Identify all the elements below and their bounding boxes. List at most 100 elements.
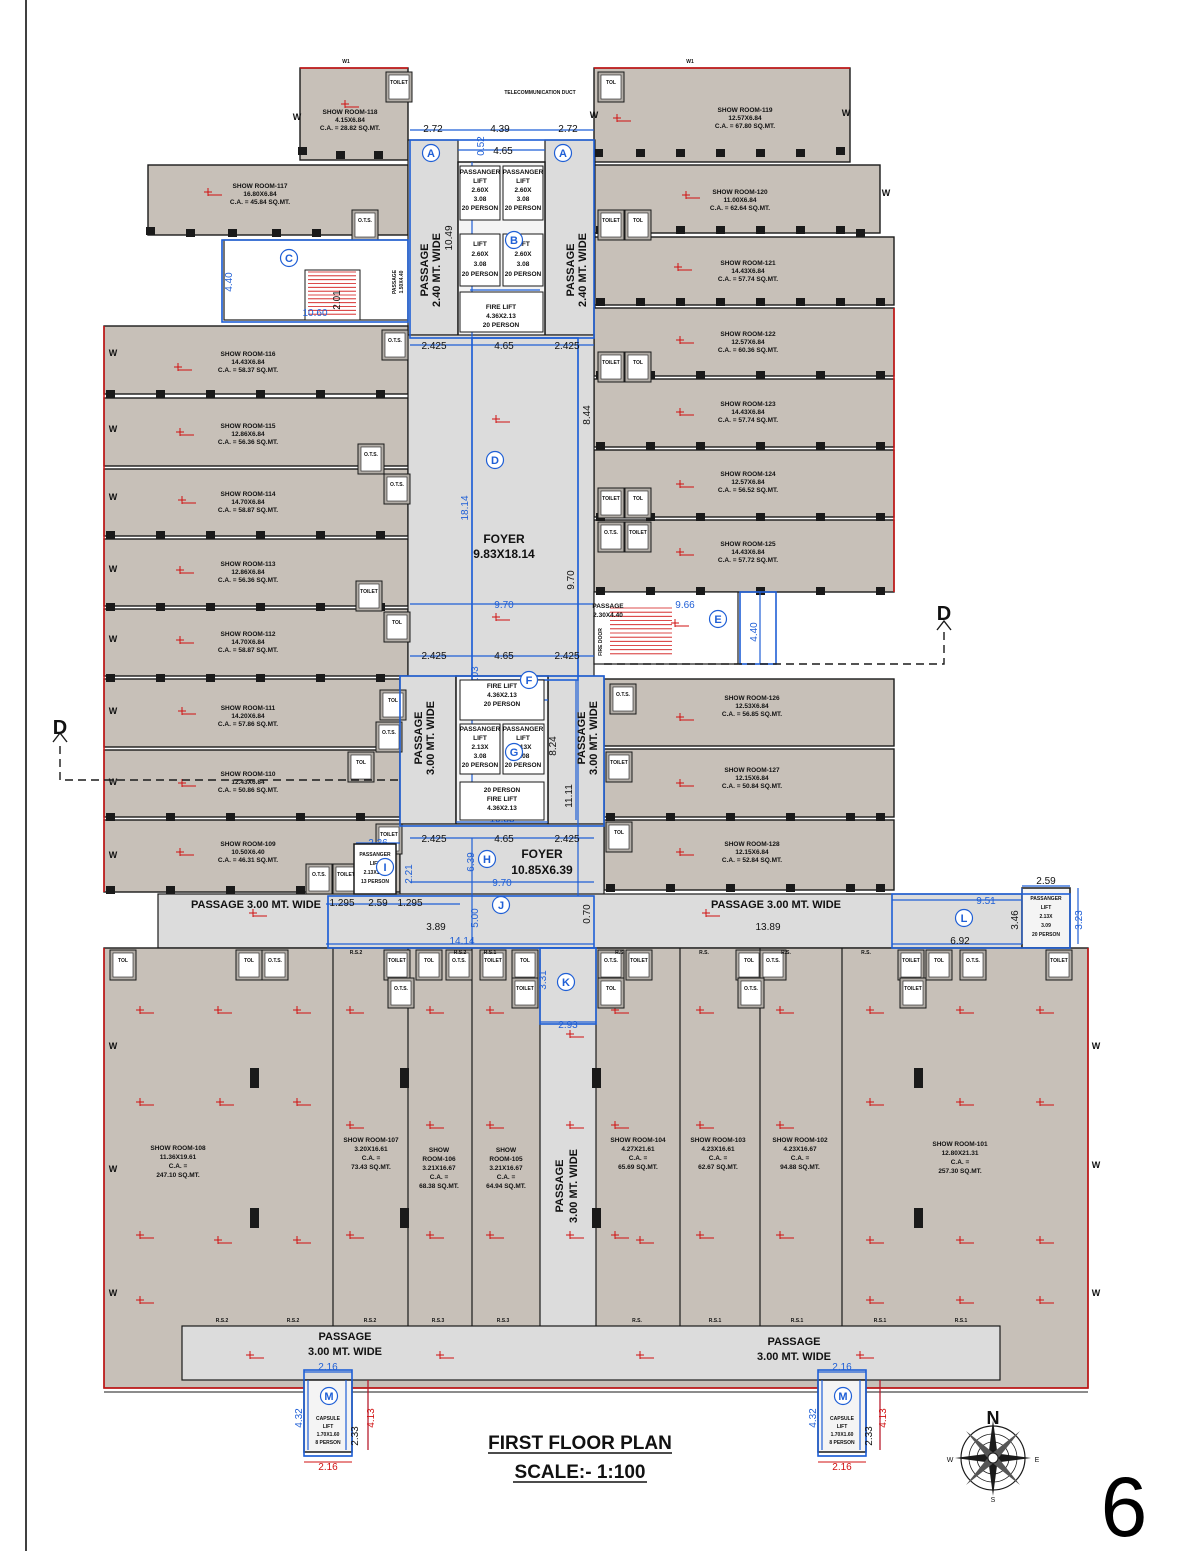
marker-cross-icon	[866, 1006, 884, 1014]
showroom-size: 14.43X6.84	[731, 409, 765, 416]
showroom-size: 14.43X6.84	[231, 359, 265, 366]
lift-l-line: PASSANGER	[1030, 896, 1062, 902]
toilet-box: TOL	[925, 949, 953, 981]
fire-lift-f-line: 20 PERSON	[484, 701, 521, 708]
toilet-label: O.T.S.	[390, 482, 405, 488]
dimension-text: 4.40	[749, 622, 760, 642]
column	[816, 513, 825, 521]
showroom-name: SHOW ROOM-114	[221, 491, 276, 498]
big-showroom-label-line: SHOW ROOM-102	[772, 1137, 828, 1144]
core-marker: F	[519, 670, 539, 690]
toilet-box: TOL	[735, 949, 763, 981]
rs-label: R.S.3	[432, 1318, 445, 1324]
dimension-text: 13.89	[755, 922, 780, 933]
marker-cross-icon	[1036, 1296, 1054, 1304]
showroom-ca: C.A. = 67.80 SQ.MT.	[715, 123, 775, 130]
dimension-text: 1.295	[329, 898, 354, 909]
lift-box	[459, 781, 545, 821]
marker-cross-icon	[136, 1098, 154, 1106]
lift-i-line: LIFT	[370, 861, 381, 867]
lift-box	[459, 233, 501, 287]
showroom-size: 12.57X6.84	[731, 339, 765, 346]
marker-cross-icon	[682, 191, 700, 199]
passenger-lift-2-line: LIFT	[516, 178, 530, 185]
rs-label: R.S.	[615, 950, 625, 956]
lift-l-line: 2.13X	[1039, 914, 1053, 920]
big-showroom-label-line: 257.30 SQ.MT.	[938, 1168, 982, 1175]
core-marker-label: M	[838, 1391, 847, 1403]
dimension-text: 3.46	[1010, 910, 1021, 930]
marker-cross-icon	[426, 1006, 444, 1014]
passage-mid-left-label-line: PASSAGE	[413, 712, 425, 765]
fire-lift-f-line: FIRE LIFT	[487, 683, 517, 690]
big-showroom-label-line: C.A. =	[791, 1155, 810, 1162]
toilet-box: TOILET	[899, 977, 927, 1009]
column	[226, 813, 235, 821]
lift-box	[459, 165, 501, 221]
column	[756, 587, 765, 595]
passenger-lift-1-line: 3.08	[474, 196, 487, 203]
toilet-box: TOILET	[1045, 949, 1073, 981]
column	[756, 226, 765, 234]
showroom-name: SHOW ROOM-115	[221, 423, 276, 430]
column	[206, 531, 215, 539]
core-marker-label: A	[427, 148, 435, 160]
capsule-lift-right-label-line: LIFT	[837, 1424, 848, 1430]
marker-cross-icon	[1036, 1236, 1054, 1244]
showroom-name: SHOW ROOM-121	[720, 260, 776, 267]
column	[256, 674, 265, 682]
toilet-label: TOL	[520, 958, 530, 964]
foyer-main-name: FOYER	[483, 532, 525, 546]
lift-g-right-line: PASSANGER	[503, 726, 544, 733]
fire-lift-g-line: 20 PERSON	[484, 787, 521, 794]
toilet-label: TOL	[424, 958, 434, 964]
window-mark: W	[109, 634, 118, 644]
toilet-label: O.T.S.	[616, 692, 631, 698]
toilet-label: TOILET	[904, 986, 922, 992]
section-label-left: D	[53, 717, 67, 739]
showroom-size: 14.43X6.84	[731, 549, 765, 556]
column	[606, 813, 615, 821]
window-mark: W	[882, 188, 891, 198]
toilet-box: TOILET	[625, 949, 653, 981]
showroom-123	[593, 378, 895, 448]
dimension-text: 2.425	[421, 651, 446, 662]
marker-cross-icon	[293, 1236, 311, 1244]
column	[876, 513, 885, 521]
toilet-label: TOL	[388, 698, 398, 704]
core-marker-label: C	[285, 253, 293, 265]
core-marker-label: F	[526, 675, 533, 687]
column	[666, 813, 675, 821]
toilet-label: TOILET	[629, 530, 647, 536]
big-showroom-label-line: 4.27X21.61	[621, 1146, 655, 1153]
big-showroom-label-line: 64.94 SQ.MT.	[486, 1183, 526, 1190]
toilet-label: TOL	[633, 496, 643, 502]
showroom-115	[103, 397, 409, 467]
lift-b-right-line: 20 PERSON	[505, 271, 542, 278]
lift-b-right-line: 2.60X	[515, 251, 533, 258]
toilet-label: O.T.S.	[766, 958, 781, 964]
column	[206, 390, 215, 398]
marker-cross-icon	[866, 1296, 884, 1304]
marker-cross-icon	[426, 1121, 444, 1129]
column	[796, 149, 805, 157]
passage-v-bottom-label-line: PASSAGE	[554, 1160, 566, 1213]
column	[756, 371, 765, 379]
passage-bottom-right-label-line: PASSAGE	[768, 1336, 821, 1348]
passenger-lift-1-line: PASSANGER	[460, 169, 501, 176]
column	[250, 1208, 259, 1228]
window-mark: W	[109, 348, 118, 358]
dimension-text: 2.59	[1036, 876, 1056, 887]
column	[756, 442, 765, 450]
showroom-114	[103, 468, 409, 537]
passage-v-bottom-label-line: 3.00 MT. WIDE	[568, 1149, 580, 1223]
lift-box	[502, 165, 544, 221]
toilet-label: TOILET	[360, 589, 378, 595]
marker-cross-icon	[674, 263, 692, 271]
showroom-ca: C.A. = 45.84 SQ.MT.	[230, 199, 290, 206]
